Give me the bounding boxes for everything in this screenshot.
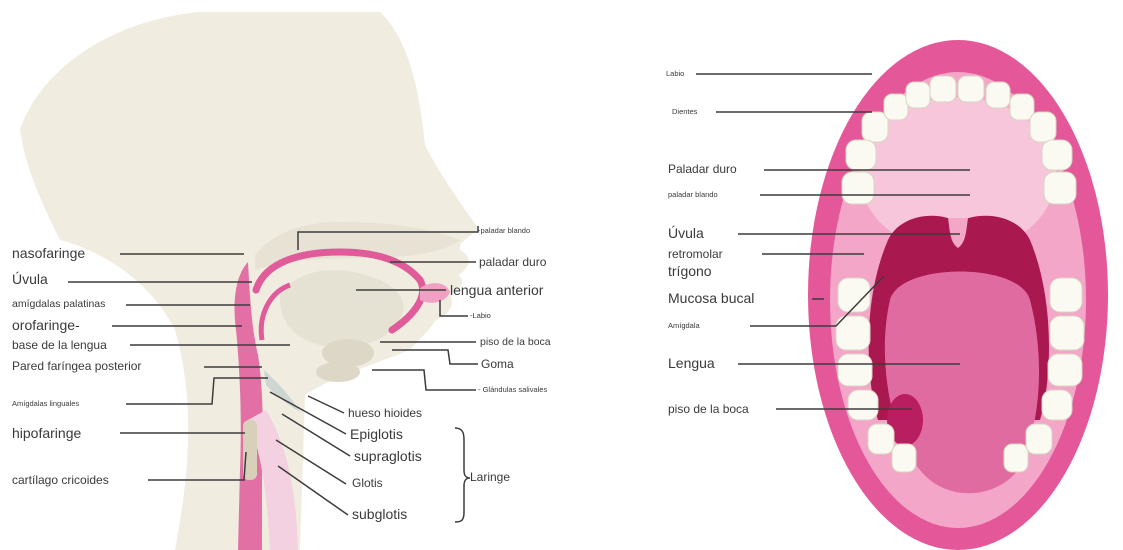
label-piso-boca-right: piso de la boca — [668, 403, 749, 415]
label-amigdala: Amígdala — [668, 322, 700, 330]
label-nasofaringe: nasofaringe — [12, 246, 85, 260]
label-mucosa-bucal: Mucosa bucal — [668, 291, 754, 305]
label-paladar-blando-right: paladar blando — [668, 191, 718, 199]
label-hueso-hioides: hueso hioides — [348, 407, 422, 419]
label-pared-faringea: Pared faríngea posterior — [12, 360, 141, 372]
label-base-lengua: base de la lengua — [12, 339, 107, 351]
label-glandulas-salivales: - Glándulas salivales — [478, 386, 547, 394]
label-dientes: Dientes — [672, 108, 697, 116]
label-amigdalas-palatinas: amígdalas palatinas — [12, 299, 105, 310]
label-goma: Goma — [481, 358, 514, 370]
label-labio-right: Labio — [666, 70, 684, 78]
label-paladar-duro-left: paladar duro — [479, 256, 546, 268]
label-hipofaringe: hipofaringe — [12, 426, 81, 440]
label-lengua: Lengua — [668, 356, 715, 370]
label-orofaringe: orofaringe- — [12, 318, 80, 332]
label-laringe: Laringe — [470, 471, 510, 483]
label-cartilago-cricoides: cartílago cricoides — [12, 474, 109, 486]
label-supraglotis: supraglotis — [354, 449, 422, 463]
label-trigono: trígono — [668, 264, 712, 278]
label-glotis: Glotis — [352, 477, 383, 489]
label-paladar-duro-right: Paladar duro — [668, 163, 737, 175]
label-piso-boca-left: piso de la boca — [480, 337, 551, 348]
label-labio-left: -Labio — [470, 312, 491, 320]
label-epiglotis: Epiglotis — [350, 427, 403, 441]
label-subglotis: subglotis — [352, 507, 407, 521]
label-uvula-left: Úvula — [12, 272, 48, 286]
label-paladar-blando-left: -paladar blando — [478, 227, 530, 235]
label-retromolar: retromolar — [668, 248, 723, 260]
label-uvula-right: Úvula — [668, 226, 704, 240]
label-lengua-anterior: lengua anterior — [450, 283, 543, 297]
label-amigdalas-linguales: Amígdalas linguales — [12, 400, 79, 408]
